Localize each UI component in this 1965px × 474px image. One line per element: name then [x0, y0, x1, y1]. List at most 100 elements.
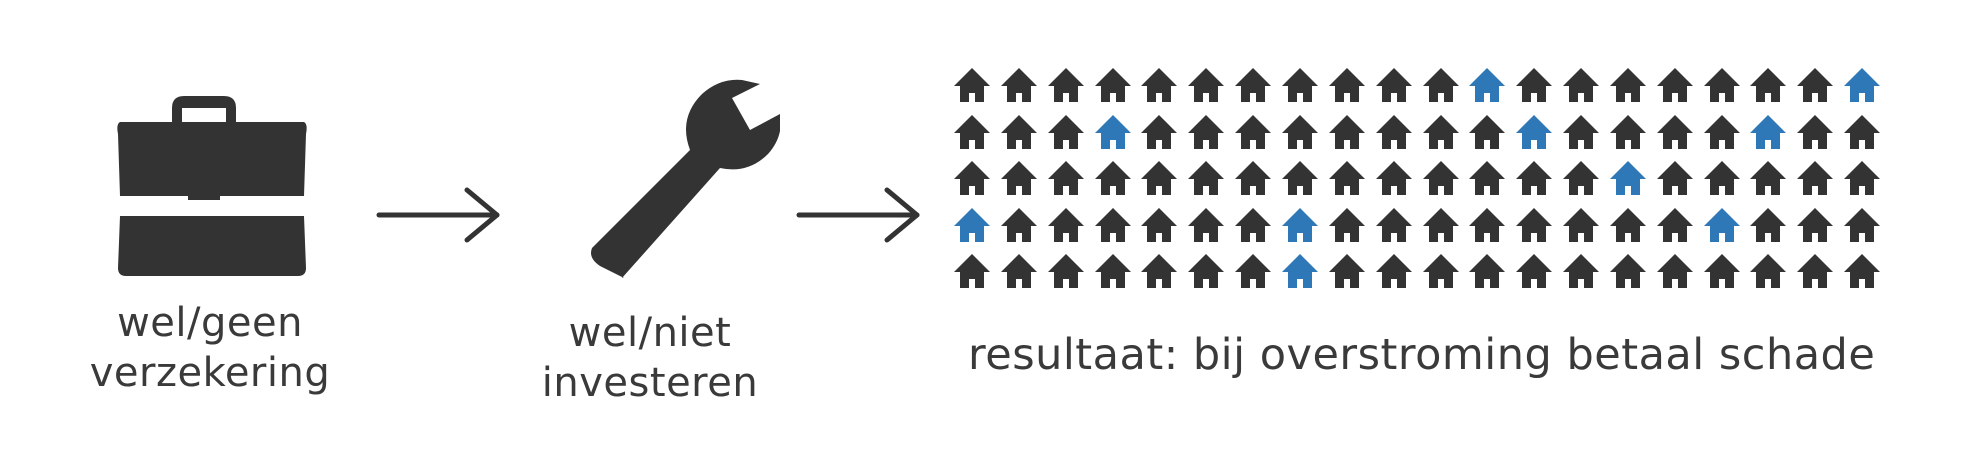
- house-icon: [1750, 68, 1787, 102]
- house-icon: [1516, 68, 1553, 102]
- house-icon: [1047, 207, 1084, 242]
- house-icon: [1047, 161, 1084, 195]
- house-icon-highlighted: [1281, 254, 1318, 288]
- house-icon: [1703, 68, 1740, 102]
- house-icon: [1563, 114, 1600, 149]
- result-caption: resultaat: bij overstroming betaal schad…: [968, 330, 1876, 380]
- house-icon: [1797, 254, 1834, 288]
- house-icon: [1516, 207, 1553, 242]
- house-icon: [1328, 68, 1365, 102]
- house-icon: [1609, 254, 1646, 288]
- house-icon: [1422, 68, 1459, 102]
- house-icon-highlighted: [1281, 207, 1318, 242]
- house-icon: [1000, 254, 1037, 288]
- house-icon-highlighted: [1469, 68, 1506, 102]
- house-icon: [1047, 68, 1084, 102]
- house-icon: [1750, 207, 1787, 242]
- wrench-icon: [591, 79, 780, 278]
- house-icon: [1094, 161, 1131, 195]
- house-icon: [1188, 207, 1225, 242]
- house-icon: [1328, 114, 1365, 149]
- house-icon: [1000, 207, 1037, 242]
- house-icon: [1703, 254, 1740, 288]
- house-icon: [1797, 161, 1834, 195]
- house-icon: [1656, 161, 1693, 195]
- house-icon: [1516, 254, 1553, 288]
- house-icon: [1609, 114, 1646, 149]
- house-icon-highlighted: [1750, 114, 1787, 149]
- house-icon: [1422, 114, 1459, 149]
- house-icon: [1563, 207, 1600, 242]
- house-icon: [1516, 161, 1553, 195]
- house-icon: [1328, 254, 1365, 288]
- house-icon: [1609, 68, 1646, 102]
- house-icon: [1000, 161, 1037, 195]
- house-icon: [1281, 161, 1318, 195]
- house-icon: [1281, 114, 1318, 149]
- house-icon: [1375, 254, 1412, 288]
- house-icon: [1141, 207, 1178, 242]
- house-icon: [1047, 254, 1084, 288]
- house-icon: [1188, 254, 1225, 288]
- house-icon: [1188, 68, 1225, 102]
- house-icon: [1469, 254, 1506, 288]
- house-icon: [1141, 114, 1178, 149]
- house-icon: [1141, 161, 1178, 195]
- house-icon-highlighted: [954, 207, 990, 242]
- house-icon: [1000, 114, 1037, 149]
- briefcase-icon: [117, 96, 307, 276]
- insurance-label-line2: verzekering: [89, 350, 331, 396]
- house-icon: [1235, 161, 1272, 195]
- house-icon: [1000, 68, 1037, 102]
- house-icon: [1422, 207, 1459, 242]
- house-icon: [1141, 254, 1178, 288]
- investment-label-line1: wel/niet: [568, 310, 732, 356]
- house-icon: [1797, 114, 1834, 149]
- house-icon: [1750, 161, 1787, 195]
- house-icon: [1422, 161, 1459, 195]
- house-icon: [1422, 254, 1459, 288]
- house-icon: [1141, 68, 1178, 102]
- investment-label-line2: investeren: [541, 360, 759, 406]
- arrow-right-icon: [796, 187, 920, 243]
- house-icon: [1188, 161, 1225, 195]
- house-icon: [1563, 254, 1600, 288]
- house-icon: [1235, 254, 1272, 288]
- house-icon: [1375, 114, 1412, 149]
- house-icon: [1235, 114, 1272, 149]
- house-icon: [1797, 207, 1834, 242]
- house-icon: [954, 114, 990, 149]
- house-icon: [1844, 114, 1881, 149]
- house-icon: [954, 68, 990, 102]
- house-icon: [1094, 68, 1131, 102]
- house-icon: [1469, 161, 1506, 195]
- house-icon: [1656, 207, 1693, 242]
- house-icon: [1844, 161, 1881, 195]
- house-icon: [1563, 161, 1600, 195]
- house-icon: [1235, 207, 1272, 242]
- house-icon-highlighted: [1844, 68, 1881, 102]
- house-icon: [1094, 207, 1131, 242]
- house-icon: [1375, 68, 1412, 102]
- house-icon: [1375, 207, 1412, 242]
- house-icon: [954, 254, 990, 288]
- house-icon: [1328, 161, 1365, 195]
- house-icon-highlighted: [1609, 161, 1646, 195]
- arrow-right-icon: [376, 187, 500, 243]
- house-icon: [1703, 114, 1740, 149]
- house-icon: [1703, 161, 1740, 195]
- house-icon: [1047, 114, 1084, 149]
- house-icon: [1469, 114, 1506, 149]
- house-icon: [1656, 68, 1693, 102]
- house-grid: [952, 66, 1897, 296]
- step-investment: wel/niet investeren: [520, 70, 780, 430]
- house-icon: [1469, 207, 1506, 242]
- house-icon: [1844, 254, 1881, 288]
- house-icon: [1609, 207, 1646, 242]
- house-icon: [954, 161, 990, 195]
- house-icon: [1797, 68, 1834, 102]
- house-icon: [1844, 207, 1881, 242]
- house-icon-highlighted: [1094, 114, 1131, 149]
- house-icon: [1094, 254, 1131, 288]
- house-icon: [1563, 68, 1600, 102]
